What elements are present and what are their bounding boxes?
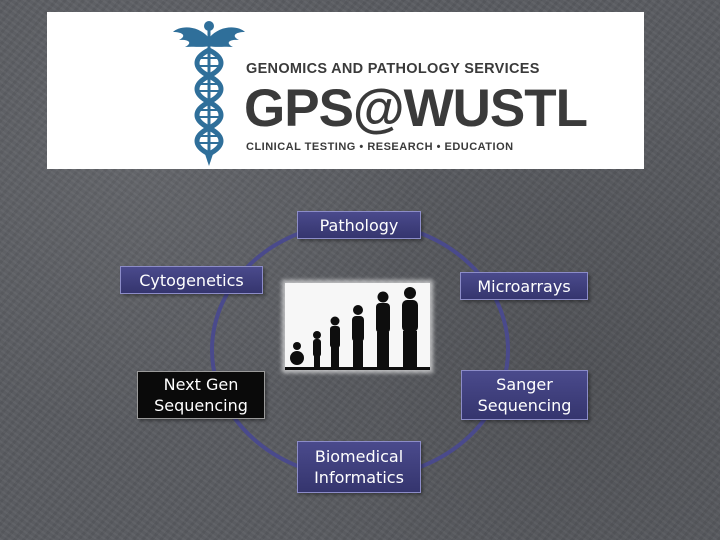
logo-panel: GENOMICS AND PATHOLOGY SERVICES GPS@WUST… <box>47 12 644 169</box>
logo-subtitle: GENOMICS AND PATHOLOGY SERVICES <box>246 61 540 77</box>
silhouettes-graphic <box>285 287 430 370</box>
human-growth-silhouettes-image <box>285 283 430 370</box>
logo-text: GENOMICS AND PATHOLOGY SERVICES GPS@WUST… <box>244 12 606 169</box>
node-biomed-label-2: Informatics <box>314 468 404 487</box>
node-sanger-label-1: Sanger <box>496 375 553 394</box>
logo-title: GPS@WUSTL <box>244 79 588 138</box>
caduceus-dna-icon <box>173 21 245 166</box>
node-biomed-label-1: Biomedical <box>314 447 404 466</box>
node-next-gen-label-2: Sequencing <box>154 396 248 415</box>
node-microarrays-label: Microarrays <box>477 276 571 296</box>
node-sanger-sequencing: Sanger Sequencing <box>461 370 588 420</box>
node-pathology: Pathology <box>297 211 421 239</box>
node-sanger-label-2: Sequencing <box>477 396 572 415</box>
node-biomedical-informatics: Biomedical Informatics <box>297 441 421 493</box>
node-cytogenetics: Cytogenetics <box>120 266 263 294</box>
node-next-gen-label-1: Next Gen <box>163 375 239 394</box>
logo-tagline: CLINICAL TESTING • RESEARCH • EDUCATION <box>246 141 514 153</box>
node-microarrays: Microarrays <box>460 272 588 300</box>
node-pathology-label: Pathology <box>319 215 399 235</box>
node-cytogenetics-label: Cytogenetics <box>139 270 244 290</box>
node-next-gen-sequencing: Next Gen Sequencing <box>137 371 265 419</box>
